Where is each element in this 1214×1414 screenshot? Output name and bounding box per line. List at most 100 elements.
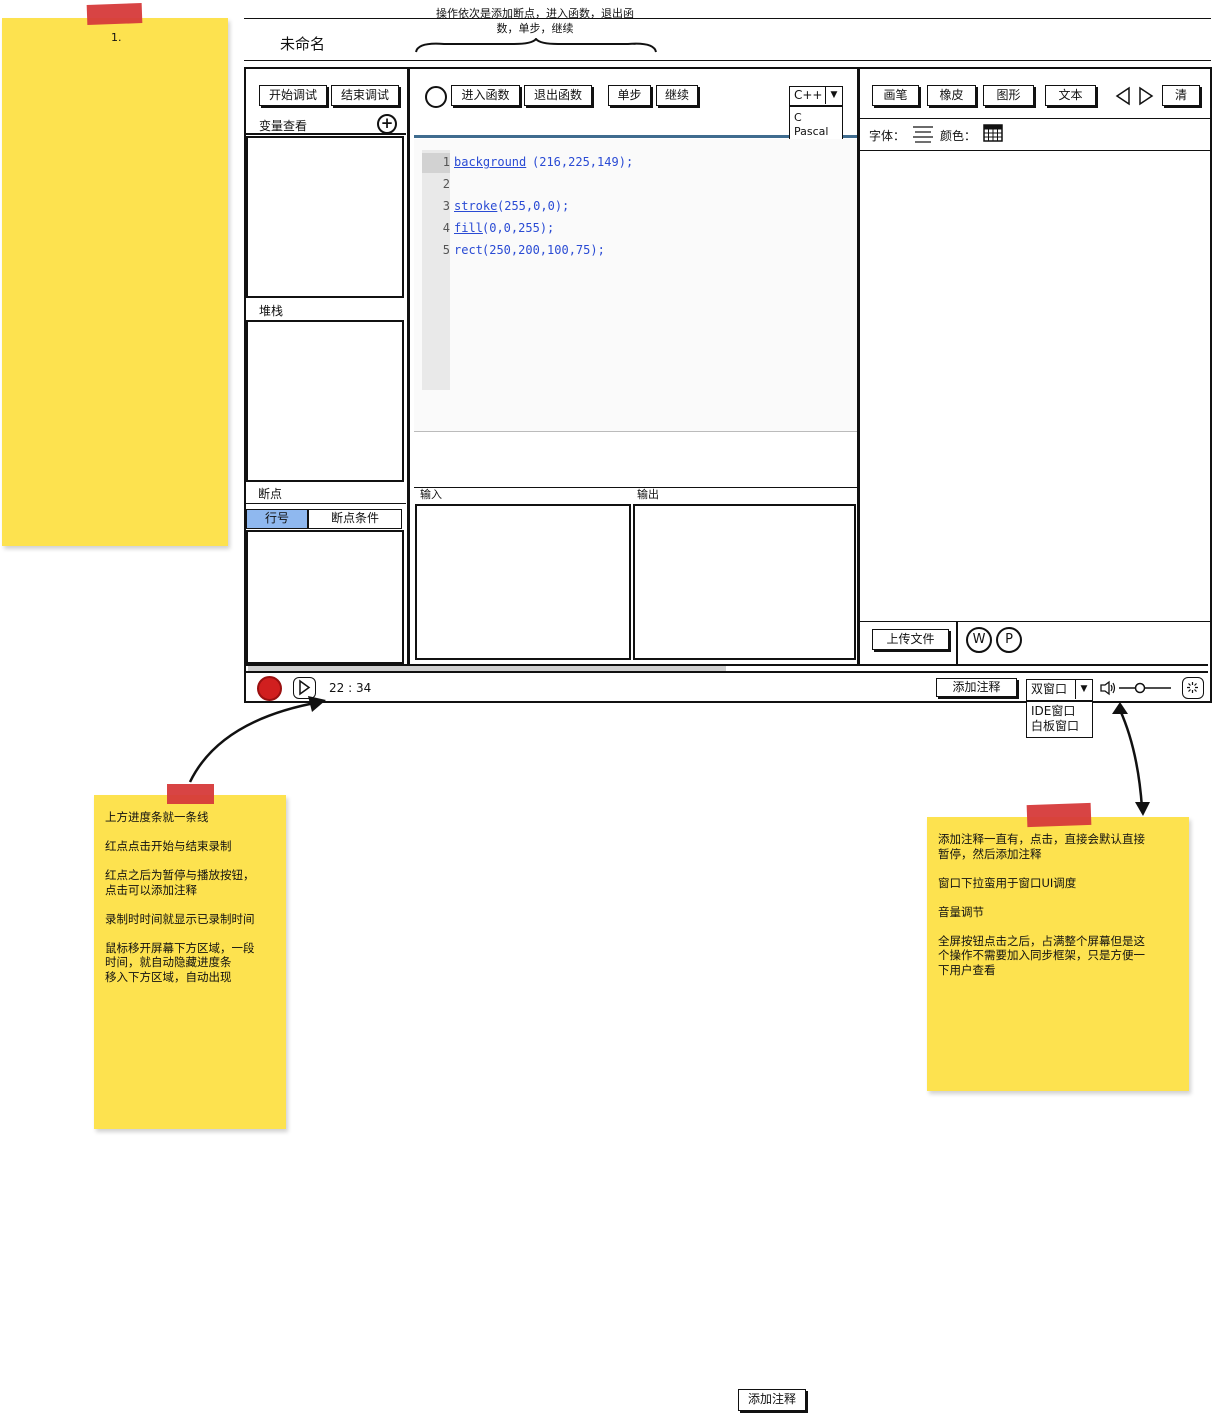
window-option-ide[interactable]: IDE窗口 <box>1031 704 1076 718</box>
code-args-value: 250,200,100,75 <box>489 243 591 257</box>
code-fn: background <box>454 155 527 169</box>
tab-breakpoint-condition[interactable]: 断点条件 <box>308 509 402 529</box>
window-mode-dropdown: IDE窗口 白板窗口 <box>1026 701 1093 738</box>
variables-panel <box>246 136 404 298</box>
font-lines-icon[interactable] <box>911 124 935 144</box>
window-mode-selected: 双窗口 <box>1031 682 1068 696</box>
pen-button[interactable]: 画笔 <box>872 85 919 106</box>
volume-slider[interactable] <box>1117 680 1173 696</box>
sticky-note-2-text: 上方进度条就一条线 红点点击开始与结束录制 红点之后为暂停与播放按钮， 点击可以… <box>105 810 255 984</box>
editor-toolbar-rule-right <box>843 135 858 138</box>
sticky-note-3 <box>927 817 1189 1091</box>
code-fn: fill <box>454 221 483 235</box>
undo-icon[interactable] <box>1114 86 1132 106</box>
code-args-value: 216,225,149 <box>539 155 619 169</box>
clear-button[interactable]: 清 <box>1162 85 1200 106</box>
language-select[interactable]: C++ ▼ <box>789 86 843 106</box>
editor-toolbar-rule <box>414 135 789 138</box>
breakpoints-tab-shadow <box>246 530 404 532</box>
breakpoints-label: 断点 <box>258 487 283 501</box>
output-panel <box>633 504 856 660</box>
stack-panel <box>246 320 404 482</box>
start-debug-button[interactable]: 开始调试 <box>259 85 327 106</box>
whiteboard-toolbar-rule <box>859 118 1210 119</box>
header-rule-top <box>244 18 1211 19</box>
code-args: (0,0,255); <box>482 221 555 235</box>
line-number: 5 <box>442 243 450 257</box>
sticky-note-3-text: 添加注释一直有，点击，直接会默认直接 暂停，然后添加注释 窗口下拉蛮用于窗口UI… <box>938 832 1145 977</box>
line-number: 2 <box>442 177 450 191</box>
language-option-pascal[interactable]: Pascal <box>794 125 829 138</box>
input-label: 输入 <box>420 488 442 501</box>
breakpoints-list <box>246 532 404 664</box>
fullscreen-button[interactable] <box>1182 677 1204 699</box>
redo-icon[interactable] <box>1137 86 1155 106</box>
line-number: 4 <box>442 221 450 235</box>
line-highlight <box>422 153 450 173</box>
line-number: 1 <box>442 155 450 169</box>
input-panel[interactable] <box>415 504 631 660</box>
variables-label: 变量查看 <box>259 119 308 133</box>
shape-button[interactable]: 图形 <box>983 85 1034 106</box>
sticky-tape-2 <box>167 784 214 804</box>
code-lines: 1 background 2 3 stroke 4 fill 5 rect (2… <box>422 155 842 265</box>
end-debug-button[interactable]: 结束调试 <box>331 85 399 106</box>
code-fn: stroke <box>454 199 498 213</box>
plus-icon: + <box>380 114 394 132</box>
whiteboard-footer-rule <box>859 621 1210 622</box>
page-title: 未命名 <box>280 35 326 53</box>
code-fn: rect <box>454 243 483 257</box>
upload-file-button[interactable]: 上传文件 <box>872 629 949 650</box>
arrow-to-player <box>188 696 326 783</box>
chevron-down-icon: ▼ <box>825 87 842 104</box>
line-number: 3 <box>442 199 450 213</box>
w-button[interactable]: W <box>966 627 992 653</box>
add-note-button-bottom[interactable]: 添加注释 <box>738 1389 806 1411</box>
progress-track[interactable] <box>246 664 1208 673</box>
progress-fill <box>248 666 726 671</box>
eraser-button[interactable]: 橡皮 <box>927 85 976 106</box>
window-mode-select[interactable]: 双窗口 ▼ <box>1026 679 1093 701</box>
recording-time: 22 : 34 <box>329 681 372 695</box>
language-option-c[interactable]: C <box>794 111 802 124</box>
stack-label: 堆栈 <box>259 304 284 318</box>
variables-rule <box>246 133 406 135</box>
font-label: 字体： <box>869 129 906 143</box>
whiteboard-canvas[interactable] <box>860 152 1209 620</box>
color-label: 颜色： <box>940 129 977 143</box>
fullscreen-icon <box>1187 682 1198 693</box>
add-note-button[interactable]: 添加注释 <box>936 678 1017 697</box>
whiteboard-footer-divider <box>956 622 958 664</box>
header-rule-bottom <box>244 60 1211 61</box>
step-button[interactable]: 单步 <box>608 85 651 106</box>
left-panel-divider <box>407 69 410 665</box>
continue-button[interactable]: 继续 <box>656 85 698 106</box>
add-breakpoint-button[interactable] <box>425 86 447 108</box>
code-args: (250,200,100,75); <box>482 243 605 257</box>
add-variable-button[interactable]: + <box>377 114 397 134</box>
code-args-value: 0,0,255 <box>489 221 540 235</box>
sticky-note-1 <box>2 18 228 546</box>
whiteboard-divider <box>857 69 860 665</box>
io-rule <box>414 487 857 488</box>
output-label: 输出 <box>637 488 659 501</box>
sticky-tape-3 <box>1026 802 1092 828</box>
breakpoints-rule <box>246 503 406 504</box>
step-out-button[interactable]: 退出函数 <box>524 85 592 106</box>
record-button[interactable] <box>257 676 282 701</box>
window-option-whiteboard[interactable]: 白板窗口 <box>1031 719 1080 733</box>
header-annotation: 操作依次是添加断点，进入函数，退出函 数，单步，继续 <box>436 7 634 35</box>
whiteboard-options-rule <box>859 150 1210 151</box>
editor-gutter <box>422 150 450 390</box>
text-button[interactable]: 文本 <box>1045 85 1096 106</box>
p-button[interactable]: P <box>996 627 1022 653</box>
step-into-button[interactable]: 进入函数 <box>451 85 520 106</box>
color-grid-icon[interactable] <box>983 124 1005 144</box>
code-args: (216,225,149); <box>532 155 634 169</box>
play-button[interactable] <box>293 677 316 699</box>
code-args-value: 255,0,0 <box>504 199 555 213</box>
tab-line-number[interactable]: 行号 <box>246 509 308 529</box>
sticky-note-2 <box>94 795 286 1129</box>
code-editor[interactable] <box>414 139 857 432</box>
volume-icon[interactable] <box>1099 680 1117 696</box>
